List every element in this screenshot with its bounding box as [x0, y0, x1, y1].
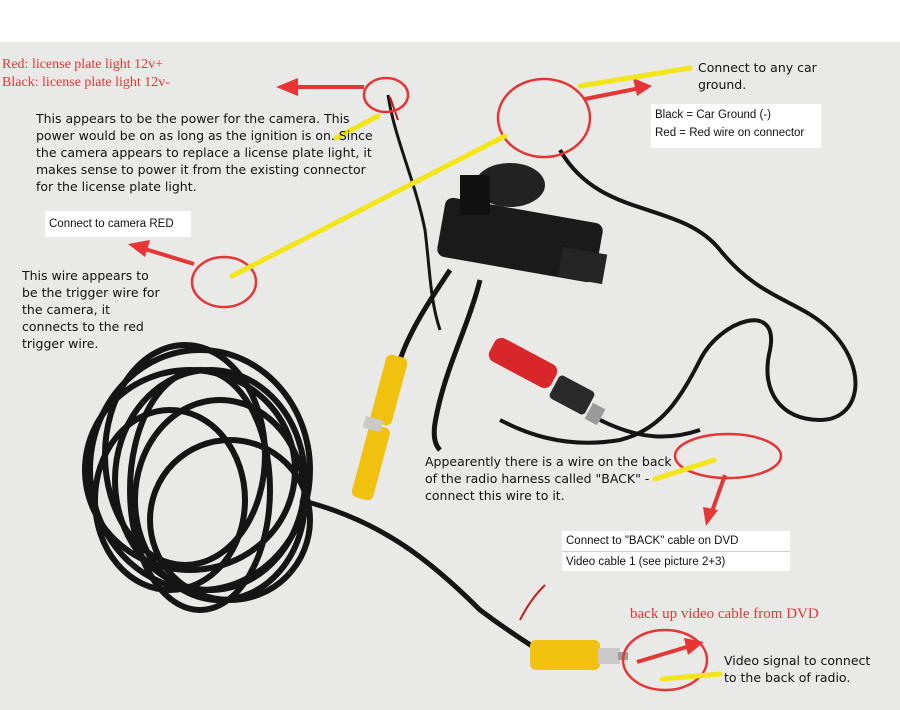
ground-note: Connect to any car ground.: [698, 60, 817, 92]
video-signal-note: Video signal to connect to the back of r…: [724, 653, 871, 685]
backup-video-label: back up video cable from DVD: [630, 606, 819, 622]
back-wire-note: Appearently there is a wire on the back …: [425, 454, 672, 503]
trigger-note: This wire appears to be the trigger wire…: [22, 268, 160, 351]
camera-red-box: Connect to camera RED: [45, 211, 191, 237]
red-wire-label: Red: license plate light 12v+: [2, 57, 164, 72]
red-rca: [488, 337, 606, 426]
ground-black-label: Black = Car Ground (-): [655, 109, 771, 121]
video-cable-box: Video cable 1 (see picture 2+3): [562, 551, 790, 571]
power-note: This appears to be the power for the cam…: [36, 111, 373, 194]
yellow-pointers: [229, 65, 723, 682]
black-wire-label: Black: license plate light 12v-: [2, 75, 170, 90]
license-plate-wiring-label: Red: license plate light 12v+ Black: lic…: [2, 56, 302, 92]
yellow-rca-upper: [351, 354, 408, 501]
ground-red-label: Red = Red wire on connector: [655, 127, 805, 139]
highlight-circles: [190, 76, 783, 692]
ground-cable: [499, 149, 858, 445]
ground-wire-box: Black = Car Ground (-) Red = Red wire on…: [651, 104, 821, 148]
camera-body: [437, 163, 608, 285]
dvd-back-box: Connect to "BACK" cable on DVD: [562, 531, 790, 551]
